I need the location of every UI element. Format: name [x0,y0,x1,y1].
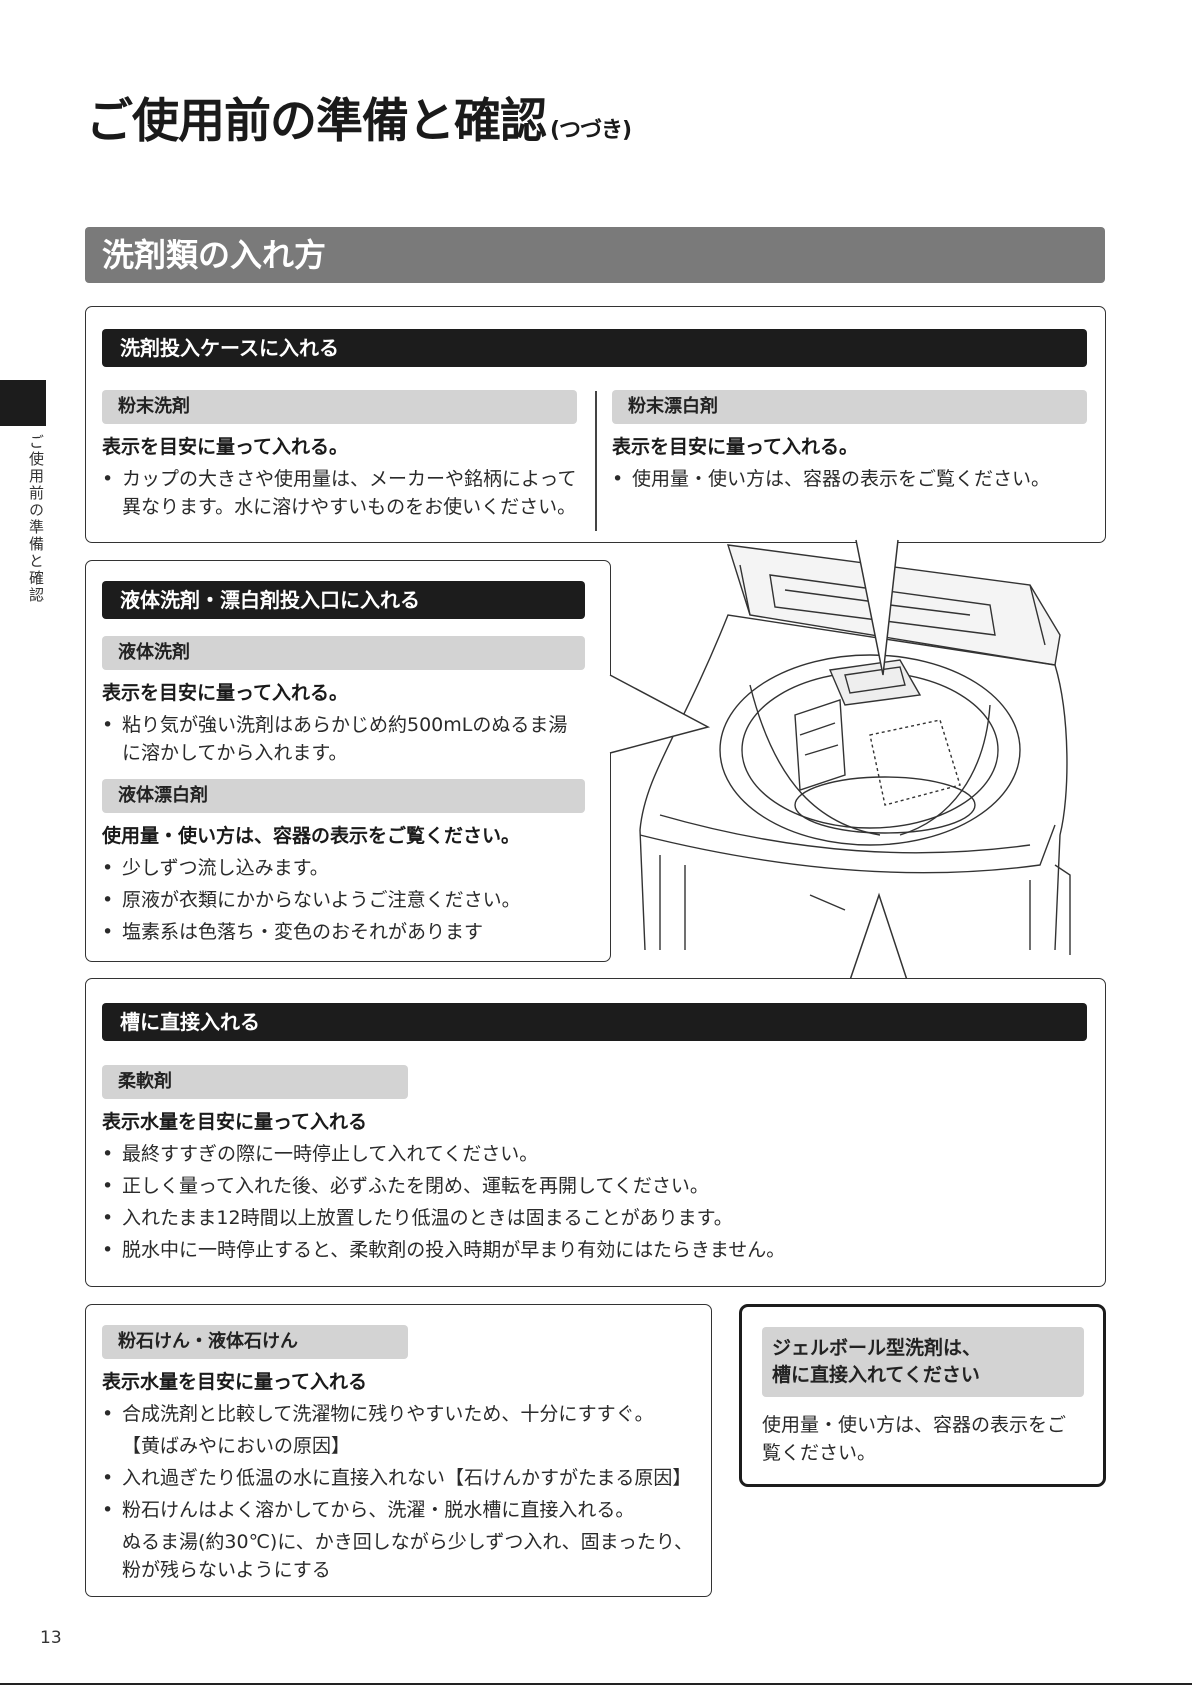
liquid-detergent-lead: 表示を目安に量って入れる。 [102,682,349,704]
liquid-detergent-label: 液体洗剤 [102,636,585,670]
powder-bleach-block: 粉末漂白剤 表示を目安に量って入れる。 使用量・使い方は、容器の表示をご覧くださ… [612,390,1087,493]
soap-bullet: 粉石けんはよく溶かしてから、洗濯・脱水槽に直接入れる。 [102,1496,702,1524]
powder-bleach-bullet: 使用量・使い方は、容器の表示をご覧ください。 [612,465,1087,493]
case-box-header: 洗剤投入ケースに入れる [102,329,1087,367]
case-box: 洗剤投入ケースに入れる 粉末洗剤 表示を目安に量って入れる。 カップの大きさや使… [85,306,1106,543]
page-number: 13 [40,1628,62,1648]
powder-bleach-lead: 表示を目安に量って入れる。 [612,436,859,458]
gel-ball-title-line2: 槽に直接入れてください [772,1364,980,1386]
washing-machine-illustration [609,539,1071,981]
tub-box-header: 槽に直接入れる [102,1003,1087,1041]
soap-bullet: 合成洗剤と比較して洗濯物に残りやすいため、十分にすすぐ。 [102,1400,702,1428]
softener-bullet: 正しく量って入れた後、必ずふたを閉め、運転を再開してください。 [102,1172,1087,1200]
gel-ball-body: 使用量・使い方は、容器の表示をご覧ください。 [762,1414,1067,1464]
callout-liquid [609,674,711,754]
gel-ball-box: ジェルボール型洗剤は、 槽に直接入れてください 使用量・使い方は、容器の表示をご… [739,1304,1106,1487]
side-chapter-label: ご使用前の準備と確認 [27,434,45,604]
liquid-bleach-bullet: 塩素系は色落ち・変色のおそれがあります [102,918,585,946]
page-title-suffix: (つづき) [550,118,632,143]
liquid-bleach-block: 液体漂白剤 使用量・使い方は、容器の表示をご覧ください。 少しずつ流し込みます。… [102,779,585,946]
powder-detergent-bullet: カップの大きさや使用量は、メーカーや銘柄によって異なります。水に溶けやすいものを… [102,465,577,521]
soap-label: 粉石けん・液体石けん [102,1325,408,1359]
liquid-bleach-bullet: 原液が衣類にかからないようご注意ください。 [102,886,585,914]
soap-bullet-continuation: 【黄ばみやにおいの原因】 [122,1435,351,1457]
liquid-detergent-bullet: 粘り気が強い洗剤はあらかじめ約500mLのぬるま湯に溶かしてから入れます。 [102,711,585,767]
softener-lead: 表示水量を目安に量って入れる [102,1111,368,1133]
liquid-bleach-label: 液体漂白剤 [102,779,585,813]
softener-bullet: 最終すすぎの際に一時停止して入れてください。 [102,1140,1087,1168]
soap-bullet-continuation: ぬるま湯(約30℃)に、かき回しながら少しずつ入れ、固まったり、粉が残らないよう… [122,1531,694,1581]
softener-block: 柔軟剤 表示水量を目安に量って入れる 最終すすぎの際に一時停止して入れてください… [102,1065,1087,1264]
soap-box: 粉石けん・液体石けん 表示水量を目安に量って入れる 合成洗剤と比較して洗濯物に残… [85,1304,712,1597]
softener-label: 柔軟剤 [102,1065,408,1099]
liquid-box-header: 液体洗剤・漂白剤投入口に入れる [102,581,585,619]
soap-lead: 表示水量を目安に量って入れる [102,1371,368,1393]
liquid-detergent-block: 液体洗剤 表示を目安に量って入れる。 粘り気が強い洗剤はあらかじめ約500mLの… [102,636,585,767]
liquid-box: 液体洗剤・漂白剤投入口に入れる 液体洗剤 表示を目安に量って入れる。 粘り気が強… [85,560,611,962]
side-tab-marker [0,380,46,426]
tub-box: 槽に直接入れる 柔軟剤 表示水量を目安に量って入れる 最終すすぎの際に一時停止し… [85,978,1106,1287]
section-banner: 洗剤類の入れ方 [85,227,1105,283]
liquid-bleach-bullet: 少しずつ流し込みます。 [102,854,585,882]
powder-detergent-block: 粉末洗剤 表示を目安に量って入れる。 カップの大きさや使用量は、メーカーや銘柄に… [102,390,577,521]
softener-bullet: 入れたまま12時間以上放置したり低温のときは固まることがあります。 [102,1204,1087,1232]
page-title-text: ご使用前の準備と確認 [86,94,547,149]
soap-bullet: 入れ過ぎたり低温の水に直接入れない【石けんかすがたまる原因】 [102,1464,702,1492]
softener-bullet: 脱水中に一時停止すると、柔軟剤の投入時期が早まり有効にはたらきません。 [102,1236,1087,1264]
gel-ball-title-bar: ジェルボール型洗剤は、 槽に直接入れてください [762,1327,1084,1397]
callout-case [855,539,899,676]
gel-ball-title-line1: ジェルボール型洗剤は、 [772,1337,982,1359]
liquid-bleach-lead: 使用量・使い方は、容器の表示をご覧ください。 [102,825,521,847]
soap-block: 粉石けん・液体石けん 表示水量を目安に量って入れる 合成洗剤と比較して洗濯物に残… [102,1325,702,1584]
case-box-divider [595,391,597,531]
powder-detergent-lead: 表示を目安に量って入れる。 [102,436,349,458]
powder-bleach-label: 粉末漂白剤 [612,390,1087,424]
callout-tub [849,892,908,981]
page-title: ご使用前の準備と確認(つづき) [86,82,632,151]
footer-rule [0,1683,1192,1685]
powder-detergent-label: 粉末洗剤 [102,390,577,424]
